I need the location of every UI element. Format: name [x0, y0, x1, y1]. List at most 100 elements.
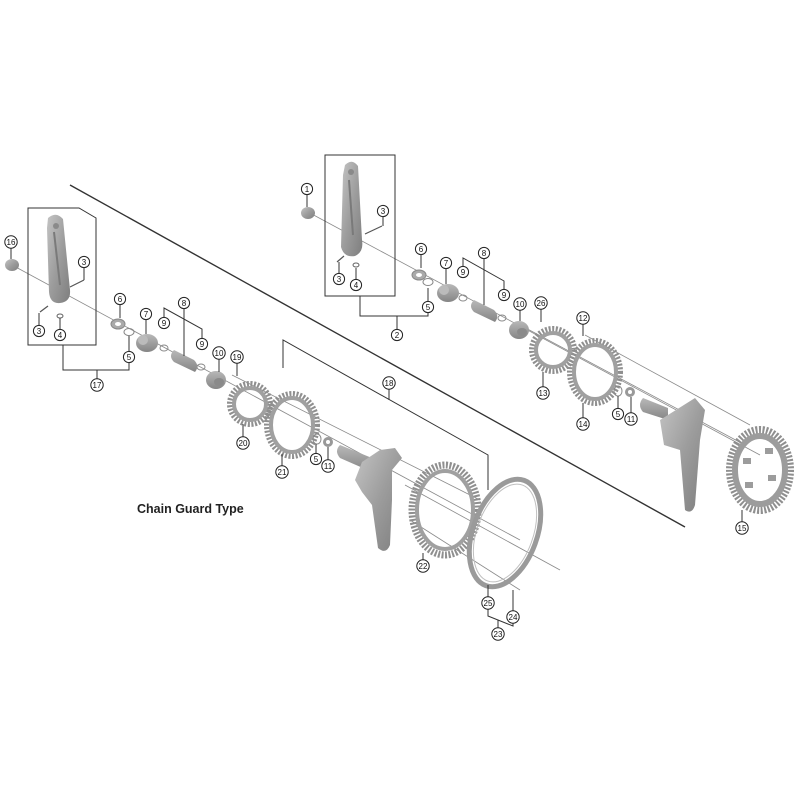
part-callout-16: 16: [4, 235, 18, 249]
part-callout-9: 9: [456, 265, 470, 279]
svg-text:10: 10: [516, 300, 525, 309]
lower-crank-arm-box: [27, 207, 97, 346]
part-callout-3: 3: [32, 324, 46, 338]
bb-sleeve-part: [171, 350, 198, 372]
section-divider-line: [69, 184, 686, 528]
bb-cup-left-part: [136, 334, 158, 352]
svg-text:24: 24: [509, 613, 518, 622]
svg-text:5: 5: [314, 455, 319, 464]
svg-text:15: 15: [738, 524, 747, 533]
part-callout-3: 3: [332, 272, 346, 286]
part-callout-5: 5: [421, 300, 435, 314]
chain-guard-part: [466, 476, 544, 590]
svg-text:25: 25: [484, 599, 493, 608]
svg-text:26: 26: [537, 299, 546, 308]
svg-text:7: 7: [144, 310, 149, 319]
svg-text:5: 5: [616, 410, 621, 419]
lower-axis-line-2: [231, 374, 481, 501]
part-callout-12: 12: [576, 311, 590, 325]
part-callout-5: 5: [611, 407, 625, 421]
part-callout-11: 11: [624, 412, 638, 426]
svg-text:19: 19: [233, 353, 242, 362]
part-callout-9: 9: [157, 316, 171, 330]
svg-text:11: 11: [627, 415, 636, 424]
svg-text:20: 20: [239, 439, 248, 448]
bb-cup-right-part: [206, 371, 226, 389]
svg-text:21: 21: [278, 468, 287, 477]
part-callout-11: 11: [321, 459, 335, 473]
part-callout-22: 22: [416, 559, 430, 573]
part-callout-21: 21: [275, 465, 289, 479]
part-callout-18: 18: [382, 376, 396, 390]
part-callout-10: 10: [513, 297, 527, 311]
part-callout-4: 4: [53, 328, 67, 342]
svg-text:16: 16: [7, 238, 16, 247]
svg-text:3: 3: [337, 275, 342, 284]
bb-sleeve-part: [471, 300, 498, 322]
svg-text:4: 4: [354, 281, 359, 290]
lower-axis-line-3: [404, 484, 561, 571]
bb-cup-left-part: [437, 284, 459, 302]
svg-text:11: 11: [324, 462, 333, 471]
svg-text:3: 3: [37, 327, 42, 336]
svg-text:3: 3: [82, 258, 87, 267]
part-callout-2: 2: [390, 328, 404, 342]
svg-text:9: 9: [461, 268, 466, 277]
svg-text:9: 9: [200, 340, 205, 349]
part-callout-6: 6: [414, 242, 428, 256]
part-callout-3: 3: [77, 255, 91, 269]
bb-cup-right-part: [509, 321, 529, 339]
svg-text:6: 6: [118, 295, 123, 304]
part-callout-6: 6: [113, 292, 127, 306]
part-callout-1: 1: [300, 182, 314, 196]
part-callout-25: 25: [481, 596, 495, 610]
upper-assembly: [301, 154, 794, 522]
right-crank-arm-part: [640, 398, 705, 512]
part-callout-7: 7: [439, 256, 453, 270]
svg-text:12: 12: [579, 314, 588, 323]
chainring-small-part: [227, 381, 273, 427]
svg-text:18: 18: [385, 379, 394, 388]
svg-text:9: 9: [162, 319, 167, 328]
lower-assembly: [5, 207, 561, 628]
svg-text:4: 4: [58, 331, 63, 340]
part-callout-20: 20: [236, 436, 250, 450]
upper-axis-line-2: [519, 324, 746, 446]
part-callout-9: 9: [497, 288, 511, 302]
part-callout-8: 8: [177, 296, 191, 310]
svg-text:2: 2: [395, 331, 400, 340]
svg-text:10: 10: [215, 349, 224, 358]
part-callout-5: 5: [122, 350, 136, 364]
svg-text:3: 3: [381, 207, 386, 216]
svg-text:1: 1: [305, 185, 310, 194]
part-callout-7: 7: [139, 307, 153, 321]
crank-cap-part: [301, 207, 315, 219]
svg-text:22: 22: [419, 562, 428, 571]
svg-text:5: 5: [127, 353, 132, 362]
part-callout-13: 13: [536, 386, 550, 400]
chainring-middle-part: [264, 391, 320, 459]
svg-text:7: 7: [444, 259, 449, 268]
part-callout-19: 19: [230, 350, 244, 364]
chain-guard-type-caption: Chain Guard Type: [137, 502, 244, 516]
part-callout-8: 8: [477, 246, 491, 260]
part-callout-9: 9: [195, 337, 209, 351]
svg-text:14: 14: [579, 420, 588, 429]
svg-text:8: 8: [182, 299, 187, 308]
svg-text:8: 8: [482, 249, 487, 258]
svg-text:23: 23: [494, 630, 503, 639]
svg-text:5: 5: [426, 303, 431, 312]
chainring-middle-part: [567, 338, 623, 406]
part-callout-23: 23: [491, 627, 505, 641]
part-callout-10: 10: [212, 346, 226, 360]
svg-text:9: 9: [502, 291, 507, 300]
left-crank-arm-part: [47, 214, 71, 304]
svg-text:13: 13: [539, 389, 548, 398]
part-callout-14: 14: [576, 417, 590, 431]
part-callout-15: 15: [735, 521, 749, 535]
lower-axis-line-4: [409, 519, 521, 591]
part-callout-5: 5: [309, 452, 323, 466]
svg-text:17: 17: [93, 381, 102, 390]
